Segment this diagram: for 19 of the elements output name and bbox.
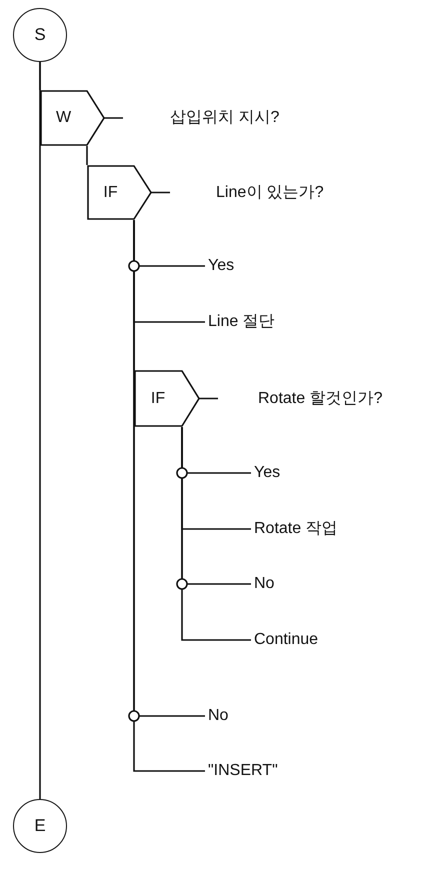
start-circle: S xyxy=(13,8,67,62)
connector-line xyxy=(181,427,251,641)
connector-line xyxy=(39,62,41,91)
action-text: "INSERT" xyxy=(208,761,278,781)
action-text: Line 절단 xyxy=(208,312,275,332)
branch-label: No xyxy=(208,706,228,726)
condition-text: Rotate 할것인가? xyxy=(258,388,382,408)
symbol-label: IF xyxy=(150,388,166,408)
action-text: Rotate 작업 xyxy=(254,519,338,539)
condition-text: 삽입위치 지시? xyxy=(170,108,280,128)
condition-text: Line이 있는가? xyxy=(216,182,324,202)
connector-line xyxy=(86,146,88,166)
branch-label: No xyxy=(254,574,274,594)
branch-label: Yes xyxy=(254,463,280,483)
end-circle: E xyxy=(13,799,67,853)
symbol-label: IF xyxy=(102,182,119,202)
symbol-label: W xyxy=(54,108,72,128)
branch-label: Yes xyxy=(208,256,234,276)
action-text: Continue xyxy=(254,630,318,650)
